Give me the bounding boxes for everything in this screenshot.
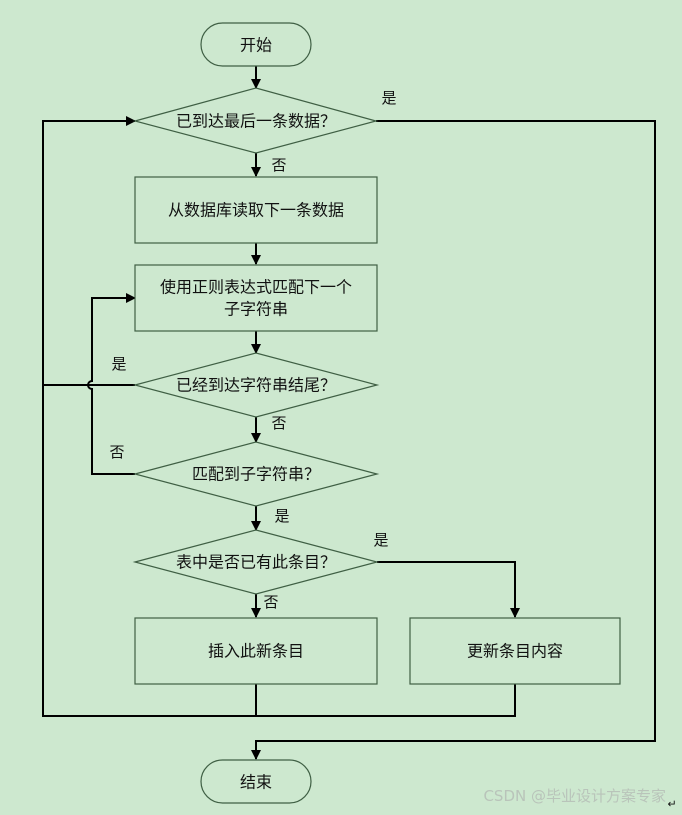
last-no-label: 否 (271, 156, 286, 174)
edge-end-of-string-yes-loop (42, 116, 136, 386)
read-next-record-label: 从数据库读取下一条数据 (168, 201, 344, 220)
edge-matched-no-loop (87, 293, 136, 475)
read-next-record-box (134, 176, 378, 244)
exists-no-label: 否 (263, 593, 278, 611)
edge-last-yes-to-end (251, 120, 656, 760)
decision-last-record (132, 87, 379, 154)
exists-yes-label: 是 (373, 531, 388, 549)
decision-end-of-string (132, 352, 380, 418)
edge-insert-loop-back (42, 385, 257, 717)
decision-end-of-string-label: 已经到达字符串结尾？ (176, 376, 336, 395)
decision-entry-exists (132, 529, 380, 595)
matched-yes-label: 是 (274, 507, 289, 525)
insert-entry-box (134, 617, 378, 685)
decision-entry-exists-label: 表中是否已有此条目？ (176, 553, 336, 572)
regex-match-box (134, 264, 378, 332)
matched-no-label: 否 (109, 443, 124, 461)
edge-exists-yes-to-update (377, 561, 520, 618)
end-of-string-yes-label: 是 (111, 355, 126, 373)
last-yes-label: 是 (381, 89, 396, 107)
return-mark: ↵ (667, 798, 676, 811)
decision-last-record-label: 已到达最后一条数据？ (176, 112, 336, 131)
start-terminal (200, 22, 312, 67)
regex-match-label-line2: 子字符串 (224, 300, 288, 319)
regex-match-label-line1: 使用正则表达式匹配下一个 (160, 278, 352, 297)
start-label: 开始 (240, 36, 272, 55)
end-of-string-no-label: 否 (271, 414, 286, 432)
insert-entry-label: 插入此新条目 (208, 642, 304, 661)
end-label: 结束 (240, 773, 272, 792)
edge-update-loop-back (256, 684, 516, 717)
update-entry-box (409, 617, 621, 685)
end-terminal (200, 759, 312, 804)
decision-matched (132, 441, 380, 507)
update-entry-label: 更新条目内容 (467, 642, 563, 661)
csdn-watermark: CSDN @毕业设计方案专家 (483, 787, 666, 805)
decision-matched-label: 匹配到子字符串？ (192, 465, 320, 484)
